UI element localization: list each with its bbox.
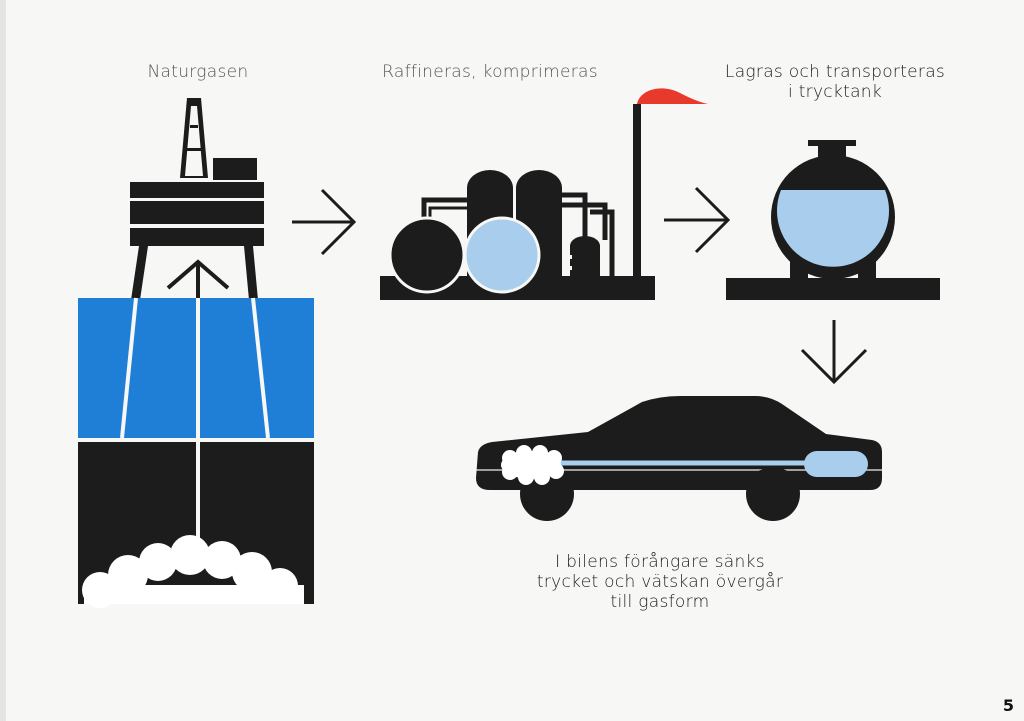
stage-label-car: I bilens förångare sänks trycket och vät… xyxy=(536,552,784,612)
stage-label-natural-gas: Naturgasen xyxy=(147,62,249,82)
pressure-tank-icon xyxy=(726,140,940,300)
refinery-icon xyxy=(380,88,708,300)
sea-and-ground-icon xyxy=(78,297,314,608)
right-arrow-icon xyxy=(664,186,731,254)
vaporizer-gas-icon xyxy=(501,445,564,485)
stage-label-refining: Raffineras, komprimeras xyxy=(382,62,598,82)
flare-icon xyxy=(637,88,708,104)
car-icon xyxy=(474,396,884,521)
stage-label-storage: Lagras och transporteras i trycktank xyxy=(724,62,946,102)
right-arrow-icon xyxy=(292,188,357,256)
down-arrow-icon xyxy=(800,320,868,385)
gas-deposit-icon xyxy=(82,535,304,608)
up-arrow-icon xyxy=(166,259,230,300)
page-number: 5 xyxy=(1002,696,1014,715)
offshore-platform-icon xyxy=(130,98,264,300)
page-edge xyxy=(0,0,6,721)
